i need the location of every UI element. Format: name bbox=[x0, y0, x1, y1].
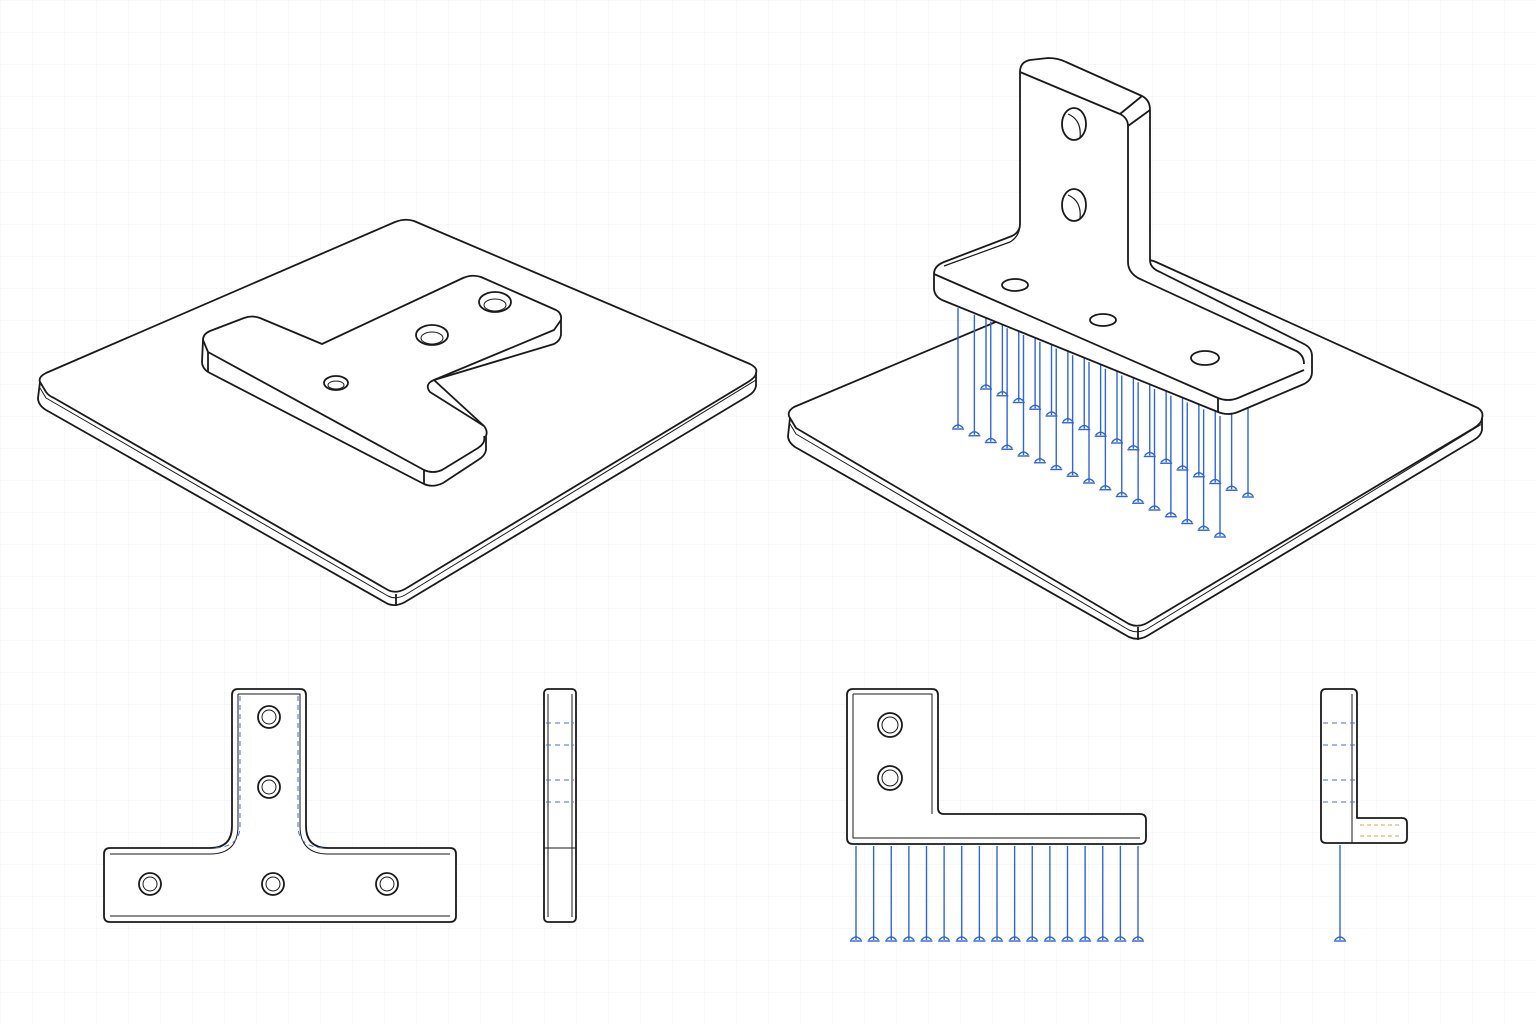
support-pin bbox=[885, 846, 898, 942]
mounting-hole bbox=[1001, 278, 1029, 292]
mounting-hole-inner bbox=[265, 876, 281, 892]
support-pin bbox=[984, 321, 997, 444]
mounting-hole-inner bbox=[483, 298, 507, 312]
support-pin bbox=[1061, 846, 1074, 942]
mounting-hole-inner bbox=[261, 709, 277, 725]
support-pin bbox=[1079, 846, 1092, 942]
t-bracket-top-edge bbox=[202, 319, 562, 473]
support-pin bbox=[955, 846, 968, 942]
support-pin bbox=[1001, 328, 1014, 450]
base-top-face bbox=[933, 273, 1305, 412]
mounting-hole-inner bbox=[142, 876, 158, 892]
support-pin bbox=[850, 846, 862, 942]
mounting-hole bbox=[478, 291, 512, 313]
mounting-hole bbox=[1190, 350, 1220, 366]
support-pin bbox=[973, 846, 986, 942]
iso-plate-t-bracket-flat bbox=[37, 218, 758, 607]
support-pin bbox=[1050, 348, 1063, 471]
t-inner-edge bbox=[110, 693, 450, 917]
support-pin bbox=[991, 846, 1003, 942]
side-profile bbox=[543, 688, 577, 923]
support-pin bbox=[1132, 846, 1144, 942]
build-plate-top-face bbox=[39, 372, 757, 593]
mounting-hole bbox=[323, 375, 349, 391]
support-pin bbox=[1197, 409, 1210, 531]
mounting-hole bbox=[261, 872, 285, 896]
support-pins-side bbox=[1334, 845, 1346, 942]
mounting-hole bbox=[138, 872, 162, 896]
support-pin bbox=[1242, 402, 1254, 498]
side-view-t-bracket bbox=[543, 688, 577, 923]
support-pin bbox=[1181, 402, 1194, 525]
mounting-hole bbox=[375, 872, 399, 896]
support-pin bbox=[1033, 341, 1046, 464]
mounting-hole bbox=[1061, 188, 1087, 222]
upright-inner-fillet bbox=[943, 223, 1021, 267]
t-hidden-line bbox=[211, 696, 327, 849]
mounting-hole-inner bbox=[881, 769, 899, 787]
mounting-hole-inner bbox=[261, 779, 277, 795]
mounting-hole-inner bbox=[327, 380, 345, 390]
support-pin bbox=[902, 846, 915, 942]
support-pin bbox=[1114, 846, 1127, 942]
t-bracket-body bbox=[201, 274, 563, 487]
support-pins-front bbox=[850, 846, 1144, 942]
support-pin bbox=[1083, 362, 1095, 484]
upright-front-face bbox=[1019, 71, 1305, 365]
mounting-hole-inner bbox=[1067, 194, 1081, 220]
support-pin bbox=[920, 846, 933, 942]
side-view-upright-with-supports bbox=[1320, 688, 1408, 942]
mounting-hole bbox=[415, 324, 449, 346]
mounting-hole bbox=[257, 705, 281, 729]
t-bracket-flat bbox=[201, 274, 563, 487]
t-outline bbox=[103, 688, 457, 923]
support-pin bbox=[1148, 389, 1161, 511]
support-pin bbox=[938, 846, 951, 942]
support-pin bbox=[952, 308, 964, 430]
upright-inner-edge bbox=[852, 693, 1140, 839]
upright-outline bbox=[846, 688, 1147, 845]
mounting-hole bbox=[1061, 107, 1087, 141]
support-pin bbox=[1099, 368, 1112, 491]
mounting-hole bbox=[257, 775, 281, 799]
t-bracket-upright bbox=[933, 57, 1313, 415]
support-pin bbox=[1066, 355, 1079, 477]
mounting-hole-inner bbox=[420, 331, 444, 345]
upright-bracket-body bbox=[933, 57, 1313, 415]
front-view-upright-with-supports bbox=[846, 688, 1147, 942]
support-pin bbox=[1026, 846, 1039, 942]
iso-plate-t-bracket-upright bbox=[787, 57, 1484, 640]
front-view-t-bracket bbox=[103, 688, 457, 923]
support-pin bbox=[968, 314, 981, 437]
support-pin bbox=[1008, 846, 1021, 942]
support-pin bbox=[1115, 375, 1128, 498]
build-plate-top-face bbox=[789, 417, 1483, 627]
support-pin bbox=[1043, 846, 1056, 942]
support-pin bbox=[1164, 395, 1177, 518]
side-hidden-holes bbox=[546, 722, 574, 803]
build-plate-edge-line bbox=[789, 423, 1483, 633]
mounting-hole-inner bbox=[1067, 113, 1081, 139]
mounting-hole bbox=[1089, 313, 1117, 327]
mounting-hole-inner bbox=[881, 716, 899, 734]
support-pin bbox=[1017, 335, 1030, 457]
mounting-hole-inner bbox=[379, 876, 395, 892]
support-pin bbox=[1096, 846, 1109, 942]
support-pin bbox=[1132, 382, 1145, 504]
support-pin bbox=[1214, 416, 1226, 538]
support-pin bbox=[1334, 845, 1346, 942]
support-pin bbox=[867, 846, 880, 942]
side-profile bbox=[1320, 688, 1408, 844]
